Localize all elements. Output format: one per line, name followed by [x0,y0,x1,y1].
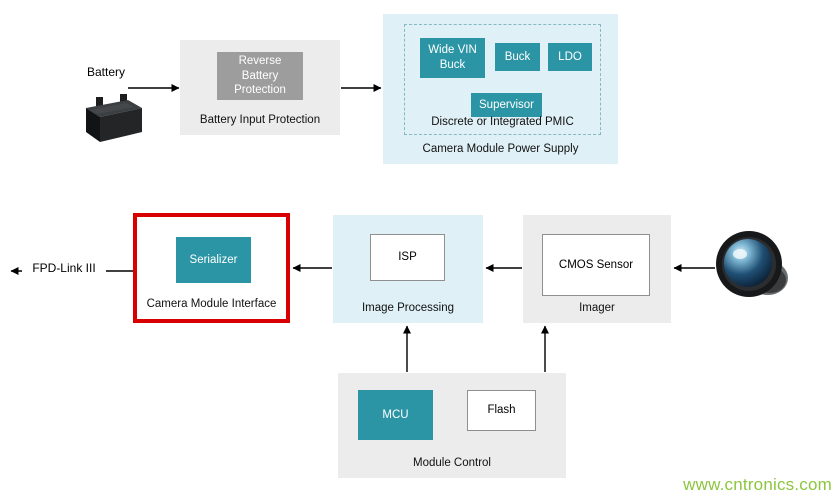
block-isp: ISP [370,234,445,281]
block-serializer: Serializer [176,237,251,283]
block-wide-vin-buck: Wide VIN Buck [420,38,485,78]
pmic-title: Discrete or Integrated PMIC [431,116,574,129]
group-image-processing: ISP Image Processing [333,215,483,323]
block-cmos-sensor: CMOS Sensor [542,234,650,296]
group-battery-input-protection: Reverse Battery Protection Battery Input… [180,40,340,135]
group-imager: CMOS Sensor Imager [523,215,671,323]
block-reverse-battery-protection: Reverse Battery Protection [217,52,303,100]
block-buck: Buck [495,43,540,71]
group-camera-module-interface: Serializer Camera Module Interface [133,213,290,323]
fpd-link-label: FPD-Link III [22,261,106,277]
image-processing-title: Image Processing [361,302,455,315]
camera-lens-icon [712,230,790,307]
watermark: www.cntronics.com [683,475,832,494]
block-flash: Flash [467,390,536,431]
pmic-dashed-box: Wide VIN Buck Buck LDO Supervisor Discre… [404,24,601,135]
battery-label: Battery [87,65,126,79]
camera-lens-graphic [716,231,788,297]
battery-input-protection-title: Battery Input Protection [199,114,321,127]
battery-icon [80,92,144,149]
block-ldo: LDO [548,43,592,71]
group-camera-module-power-supply: Wide VIN Buck Buck LDO Supervisor Discre… [383,14,618,164]
block-mcu: MCU [358,390,433,440]
module-control-title: Module Control [413,457,491,470]
imager-title: Imager [579,302,615,315]
camera-module-interface-title: Camera Module Interface [146,298,277,311]
block-supervisor: Supervisor [471,93,542,117]
camera-module-power-supply-title: Camera Module Power Supply [422,143,579,156]
battery-icon-graphic [86,94,142,142]
group-module-control: MCU Flash Module Control [338,373,566,478]
